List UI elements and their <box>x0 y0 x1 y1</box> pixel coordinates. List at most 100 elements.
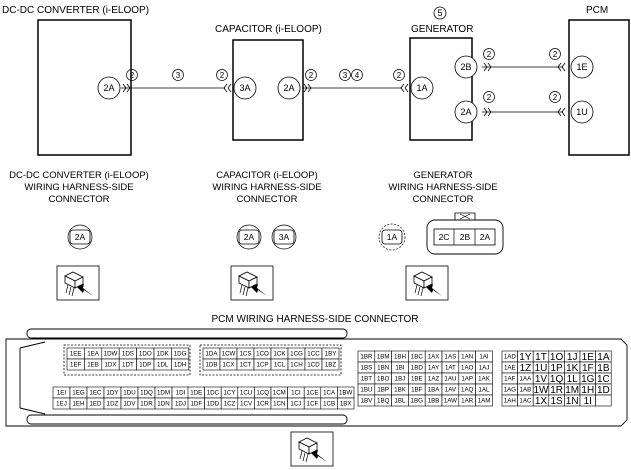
pcm-pin-label: 1DN <box>157 401 169 408</box>
dcdc-harness-line2: WIRING HARNESS-SIDE <box>24 182 133 193</box>
pcm-pin-label: 1BX <box>340 401 352 408</box>
pcm-pin-label: 1M <box>565 385 579 396</box>
pcm-pin-cell <box>171 358 190 371</box>
pcm-pin-label: 1T <box>535 352 547 363</box>
wire-tag: 2 <box>130 71 135 80</box>
generator-1a-connector-face: 1A <box>378 223 406 251</box>
generator-title-group: 5 GENERATOR <box>411 6 473 35</box>
pcm-pin-label: 1J <box>567 352 578 363</box>
dcdc-view-icon <box>56 265 100 301</box>
dcdc-face-label: 2A <box>75 232 86 242</box>
terminal-pcm-1e: 1E <box>570 55 594 79</box>
pcm-pin-label: 1CW <box>222 351 236 358</box>
pcm-pin-label: 1BK <box>394 387 407 394</box>
pcm-pin-label: 1CS <box>239 351 251 358</box>
gen-face-1a-label: 1A <box>387 232 398 242</box>
dcdc-connector-face: 2A <box>67 224 93 250</box>
dcdc-harness-label: DC-DC CONVERTER (i-ELOOP) WIRING HARNESS… <box>9 170 149 205</box>
terminal-dcdc-2a-label: 2A <box>103 83 114 93</box>
pcm-pin-label: 1BZ <box>325 362 337 369</box>
pcm-pin-label: 1CE <box>306 390 318 397</box>
pcm-pin-label: 1AK <box>478 376 491 383</box>
pcm-pin-label: 1AV <box>445 387 457 394</box>
wire-tag: 2 <box>487 93 492 102</box>
pcm-pin-label: 1CP <box>256 362 268 369</box>
pcm-box <box>568 19 630 156</box>
pcm-pin-label: 1AL <box>478 387 490 394</box>
pcm-pin-label: 1EA <box>87 351 100 358</box>
cap-harness-line3: CONNECTOR <box>236 194 297 205</box>
pcm-pin-label: 1C <box>597 374 610 385</box>
terminal-gen-2a: 2A <box>454 100 478 124</box>
pcm-pin-label: 1Q <box>550 374 564 385</box>
pcm-pin-label: 1U <box>535 363 548 374</box>
pcm-pin-label: 1O <box>550 352 564 363</box>
pcm-pin-label: 1EH <box>72 401 84 408</box>
pcm-pin-label: 1EF <box>70 362 82 369</box>
pcm-pin-label: 1CH <box>290 362 302 369</box>
capacitor-view-icon <box>230 265 274 301</box>
pcm-pin-label: 1DY <box>106 390 118 397</box>
pcm-pin-label: 1DM <box>157 390 170 397</box>
pcm-pin-label: 1BR <box>360 354 373 361</box>
wire-tag-texts: 2 3 2 2 3 4 2 2 2 2 2 <box>130 50 558 102</box>
capacitor-connector-face-a: 2A <box>236 224 262 250</box>
pcm-pin-label: 1BT <box>361 376 373 383</box>
pcm-pin-label: 1AX <box>428 354 440 361</box>
dcdc-box <box>37 19 132 156</box>
pcm-pin-label: 1CT <box>240 362 252 369</box>
pcm-pin-label: 1AJ <box>479 365 490 372</box>
pcm-pin-label: 1CF <box>307 401 319 408</box>
pcm-pin-label: 1AF <box>504 376 516 383</box>
wire-tag: 2 <box>397 71 402 80</box>
generator-plug-connector-face: 2C 2B 2A <box>426 212 504 255</box>
pcm-pin-label: 1CM <box>273 390 286 397</box>
wire-tag: 2 <box>220 71 225 80</box>
pcm-pin-label: 1BY <box>325 351 337 358</box>
pcm-pin-label: 1H <box>581 385 594 396</box>
terminal-pcm-1u: 1U <box>570 100 594 124</box>
pcm-pin-label: 1AD <box>504 354 517 361</box>
pcm-pin-label: 1CZ <box>224 401 236 408</box>
pcm-pin-label: 1L <box>567 374 579 385</box>
pcm-pin-label: 1W <box>534 385 550 396</box>
pcm-pin-label: 1AB <box>520 387 532 394</box>
pcm-pin-label: 1BQ <box>377 398 390 405</box>
pcm-pin-label: 1DL <box>157 362 169 369</box>
pcm-pin-label: 1AG <box>504 387 517 394</box>
pcm-pin-label: 1DX <box>104 362 116 369</box>
pcm-pin-label: 1BP <box>377 387 389 394</box>
pcm-pin-label: 1EB <box>87 362 99 369</box>
pcm-pin-label: 1BD <box>411 365 424 372</box>
terminal-pcm-1u-label: 1U <box>576 107 588 117</box>
generator-harness-label: GENERATOR WIRING HARNESS-SIDE CONNECTOR <box>388 170 497 205</box>
terminal-cap-3a: 3A <box>233 76 257 100</box>
pcm-pin-label: 1DP <box>139 362 151 369</box>
pcm-pin-label: 1CC <box>307 351 320 358</box>
pcm-pin-label: 1D <box>597 385 610 396</box>
pcm-pin-label: 1BS <box>361 365 373 372</box>
pcm-pin-label: 1CA <box>323 390 336 397</box>
pcm-pin-label: 1DI <box>176 390 186 397</box>
pcm-pin-label: 1CQ <box>256 390 269 397</box>
pcm-pin-label: 1CN <box>273 401 285 408</box>
terminal-gen-1a-label: 1A <box>416 83 427 93</box>
gen-harness-line1: GENERATOR <box>413 170 472 181</box>
capacitor-connector-face-b: 3A <box>271 224 297 250</box>
capacitor-title: CAPACITOR (i-ELOOP) <box>215 24 322 35</box>
pcm-pin-label: 1CL <box>274 362 286 369</box>
pcm-pin-label: 1DZ <box>107 401 119 408</box>
pcm-pin-label: 1AW <box>444 398 457 405</box>
pcm-pin-label: 1BU <box>360 387 372 394</box>
dcdc-title: DC-DC CONVERTER (i-ELOOP) <box>2 5 149 16</box>
generator-box <box>409 37 473 141</box>
pcm-pin-label: 1AT <box>445 365 456 372</box>
wire-tag: 3 <box>176 71 181 80</box>
gen-plug-2b: 2B <box>460 232 471 242</box>
pcm-pin-label: 1AH <box>504 398 516 405</box>
capacitor-harness-label: CAPACITOR (i-ELOOP) WIRING HARNESS-SIDE … <box>212 170 321 205</box>
terminal-cap-2a-label: 2A <box>283 83 294 93</box>
generator-num-circle <box>433 6 447 20</box>
pcm-pin-label: 1EI <box>57 390 67 397</box>
